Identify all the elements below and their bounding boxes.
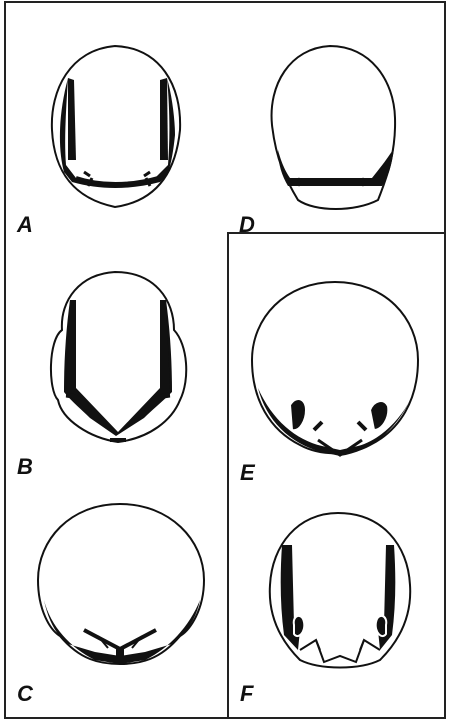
panel-label-a: A xyxy=(17,214,33,236)
panel-label-b: B xyxy=(17,456,33,478)
panel-label-c: C xyxy=(17,683,33,705)
diagram-b xyxy=(51,272,186,442)
panel-label-f: F xyxy=(240,683,253,705)
diagram-e xyxy=(252,282,418,456)
diagram-f xyxy=(270,513,410,668)
panel-label-e: E xyxy=(240,462,255,484)
diagram-d xyxy=(272,46,396,209)
panel-label-d: D xyxy=(239,214,255,236)
diagram-c xyxy=(38,504,204,664)
diagram-a xyxy=(52,46,180,207)
